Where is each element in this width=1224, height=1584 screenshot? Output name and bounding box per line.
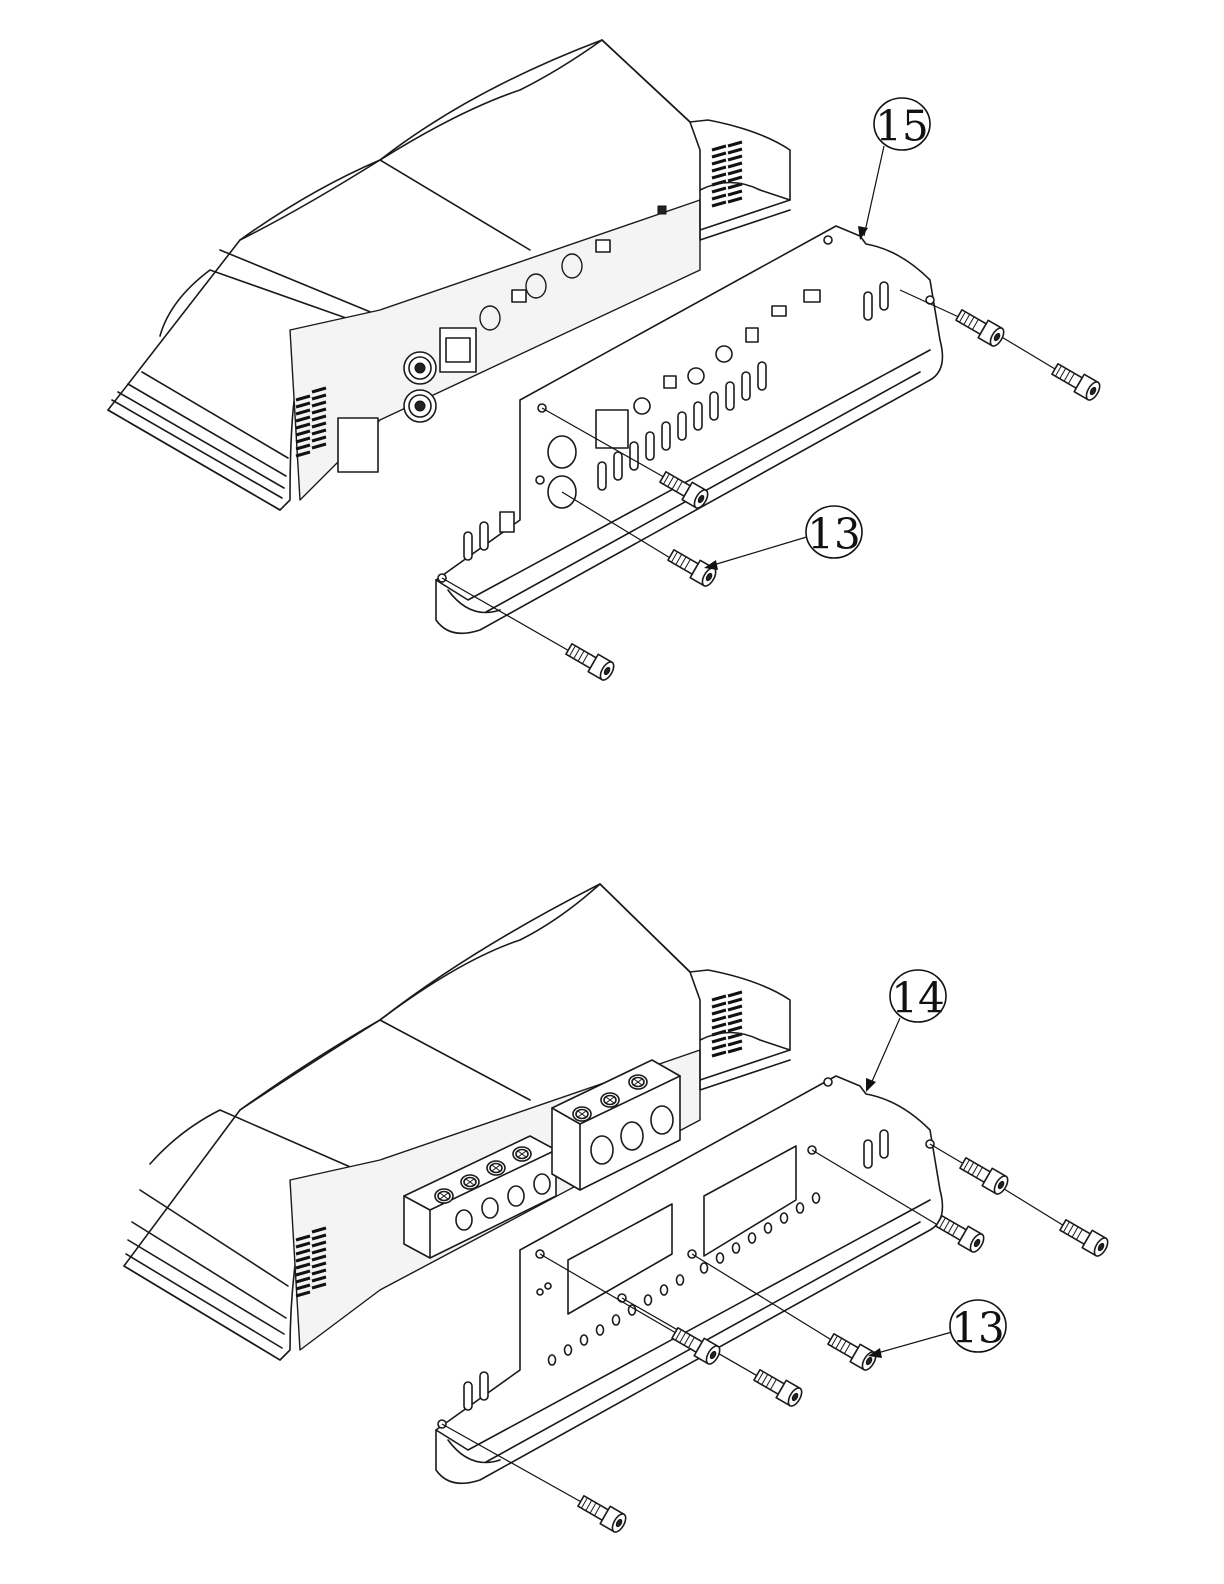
callout-balloon-13-bottom: 13: [868, 1300, 1006, 1358]
balloon-label-14: 14: [891, 974, 944, 1023]
bottom-assembly-view: 14 13: [124, 884, 1110, 1534]
top-assembly-view: 15 13: [108, 40, 1102, 682]
callout-balloon-14: 14: [866, 970, 946, 1092]
remote-connector: [338, 418, 378, 472]
balloon-label-15: 15: [875, 102, 928, 151]
callout-balloon-13-top: 13: [704, 506, 862, 570]
callout-balloon-15: 15: [858, 98, 930, 240]
balloon-label-13-top: 13: [807, 510, 860, 559]
balloon-label-13-bottom: 13: [951, 1304, 1004, 1353]
